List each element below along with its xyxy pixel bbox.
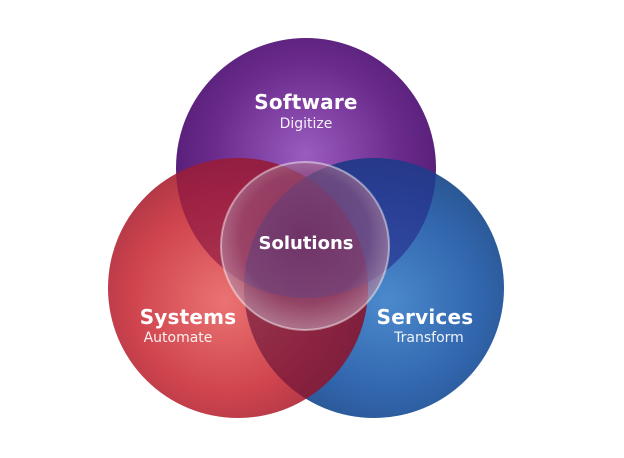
solutions-label: Solutions: [258, 233, 354, 254]
services-title: Services: [376, 305, 474, 329]
software-subtitle: Digitize: [279, 116, 333, 132]
systems-subtitle: Automate: [143, 330, 213, 346]
solutions-bubble-gloss: [220, 161, 390, 331]
services-subtitle: Transform: [394, 330, 464, 346]
systems-title: Systems: [139, 305, 237, 329]
software-title: Software: [254, 90, 358, 114]
